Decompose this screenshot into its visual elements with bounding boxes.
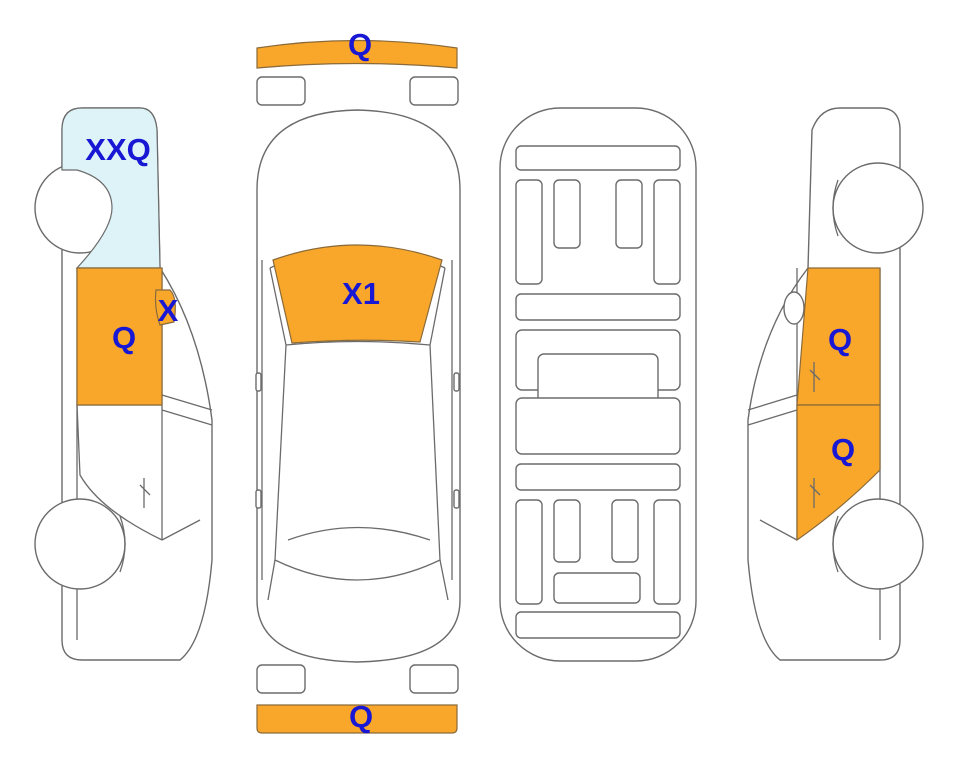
hood-label: X1 bbox=[342, 276, 380, 311]
left-front-fender-label: XXQ bbox=[85, 132, 150, 167]
interior-floor-view bbox=[499, 107, 697, 662]
left-front-door-label: Q bbox=[112, 320, 136, 355]
right-rear-door-label: Q bbox=[831, 432, 855, 467]
front-left-headlight bbox=[256, 76, 306, 106]
rear-right-taillight bbox=[409, 664, 459, 694]
left-front-door-panel[interactable] bbox=[76, 267, 163, 406]
right-front-door-label: Q bbox=[828, 322, 852, 357]
front-right-headlight bbox=[409, 76, 459, 106]
left-mirror-panel[interactable] bbox=[154, 289, 176, 326]
rear-bumper-panel[interactable] bbox=[256, 704, 458, 734]
left-mirror-label: X bbox=[158, 293, 179, 328]
front-bumper-label: Q bbox=[348, 27, 372, 62]
right-rear-door-panel[interactable] bbox=[796, 404, 881, 542]
rear-bumper-label: Q bbox=[349, 699, 373, 734]
rear-left-taillight bbox=[256, 664, 306, 694]
front-bumper-panel[interactable] bbox=[256, 39, 458, 69]
hood-panel[interactable] bbox=[272, 244, 443, 344]
top-view-car bbox=[255, 109, 461, 663]
